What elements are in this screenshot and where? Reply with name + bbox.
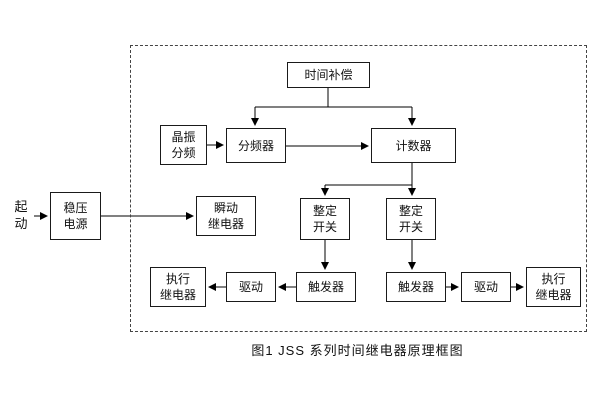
block-label: 晶振 [171,130,196,144]
block-label: 触发器 [397,280,434,294]
block-label: 驱动 [238,280,263,294]
block-label: 计数器 [395,138,432,153]
block-instant-relay: 瞬动 继电器 [196,196,256,236]
block-setting-switch-right: 整定 开关 [386,198,436,240]
block-label: 触发器 [307,280,344,294]
block-label: 整定 [312,204,337,218]
block-power-supply: 稳压 电源 [50,192,101,240]
start-label-line1: 起 [14,199,28,214]
block-label: 瞬动 [213,201,238,215]
block-label: 分频 [171,146,196,160]
block-label: 继电器 [159,288,196,302]
block-exec-relay-left: 执行 继电器 [150,267,206,307]
block-drive-right: 驱动 [461,272,511,302]
block-setting-switch-left: 整定 开关 [300,198,350,240]
block-label: 驱动 [473,280,498,294]
block-exec-relay-right: 执行 继电器 [526,267,581,307]
block-frequency-divider: 分频器 [226,128,286,163]
block-label: 分频器 [237,138,274,153]
block-trigger-left: 触发器 [296,272,356,302]
diagram-caption: 图1 JSS 系列时间继电器原理框图 [251,343,464,358]
block-label: 继电器 [535,288,572,302]
block-drive-left: 驱动 [226,272,276,302]
block-time-compensation: 时间补偿 [287,62,370,88]
block-counter: 计数器 [371,128,456,163]
block-label: 执行 [165,272,190,286]
block-label: 开关 [398,220,423,234]
block-label: 整定 [398,204,423,218]
dashed-boundary [130,45,587,332]
block-label: 电源 [63,217,88,231]
block-label: 继电器 [207,217,244,231]
block-label: 时间补偿 [304,68,353,82]
block-trigger-right: 触发器 [386,272,446,302]
block-crystal-divider: 晶振 分频 [160,125,207,165]
block-label: 执行 [541,272,566,286]
start-label: 起 动 [8,198,34,232]
block-label: 稳压 [63,201,88,215]
block-label: 开关 [312,220,337,234]
start-label-line2: 动 [14,216,28,231]
